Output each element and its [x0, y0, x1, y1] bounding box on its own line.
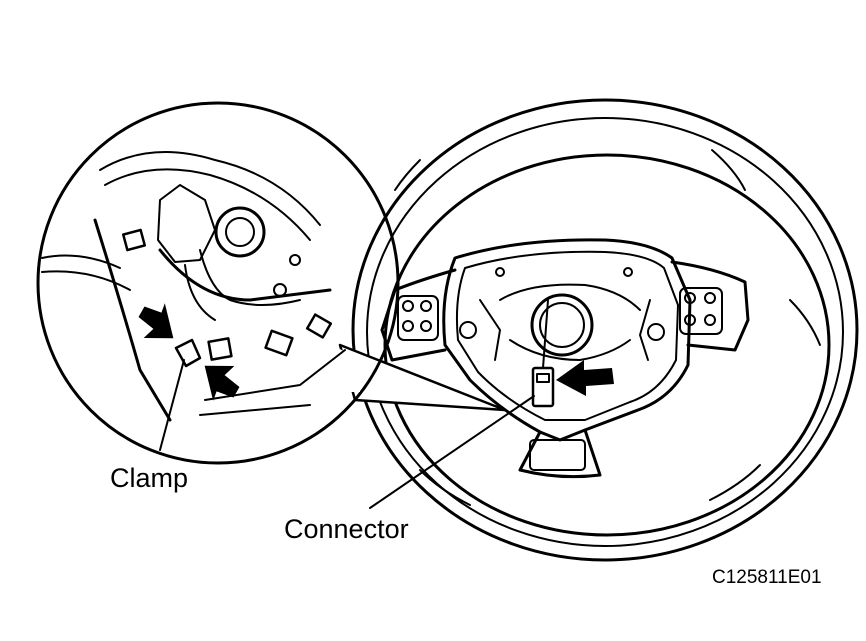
callout-column: [214, 206, 266, 258]
arrow-icon: [556, 360, 614, 396]
rim-seam-top-right: [711, 149, 746, 191]
right-switch-panel: [679, 287, 723, 335]
left-spoke: [380, 268, 457, 362]
callout-spoke: [93, 218, 332, 422]
callout-rim-edge: [41, 254, 131, 291]
clamp-label: Clamp: [110, 463, 188, 493]
left-switch-panel: [397, 295, 439, 341]
hub-housing: [442, 238, 692, 442]
callout-wheel-cover: [99, 151, 321, 241]
steering-column-hole: [530, 293, 594, 357]
callout-bracket: [157, 184, 216, 263]
wheel-rim-inner-b: [383, 153, 831, 537]
arrow-icon: [204, 365, 240, 401]
callout-harness: [184, 249, 301, 321]
hub-bracket-left: [479, 299, 501, 361]
wheel-rim-outer: [351, 98, 859, 562]
right-spoke: [670, 260, 750, 352]
figure-code: C125811E01: [712, 567, 822, 588]
clamp-part: [174, 338, 202, 368]
rim-seam-top-left: [394, 159, 421, 191]
rim-seam-bottom-right: [709, 464, 761, 501]
wheel-rim-inner-a: [366, 117, 844, 547]
callout-lower-trim: [199, 349, 346, 416]
hub-bracket-right: [639, 299, 651, 361]
arrow-icon: [138, 303, 174, 339]
steering-wheel: [351, 98, 859, 562]
rim-seam-right: [789, 299, 821, 346]
hub-inner-rim: [455, 250, 679, 421]
bottom-spoke-cover: [529, 439, 586, 471]
connector-label: Connector: [284, 514, 409, 544]
hub-wire-harness: [499, 283, 641, 361]
clamp-leader-line: [159, 359, 185, 451]
rim-seam-bottom-left: [419, 469, 471, 506]
bottom-spoke: [518, 428, 602, 479]
callout-circle: [36, 101, 400, 465]
magnified-callout: [36, 101, 507, 465]
connector-leader-line: [369, 395, 535, 509]
